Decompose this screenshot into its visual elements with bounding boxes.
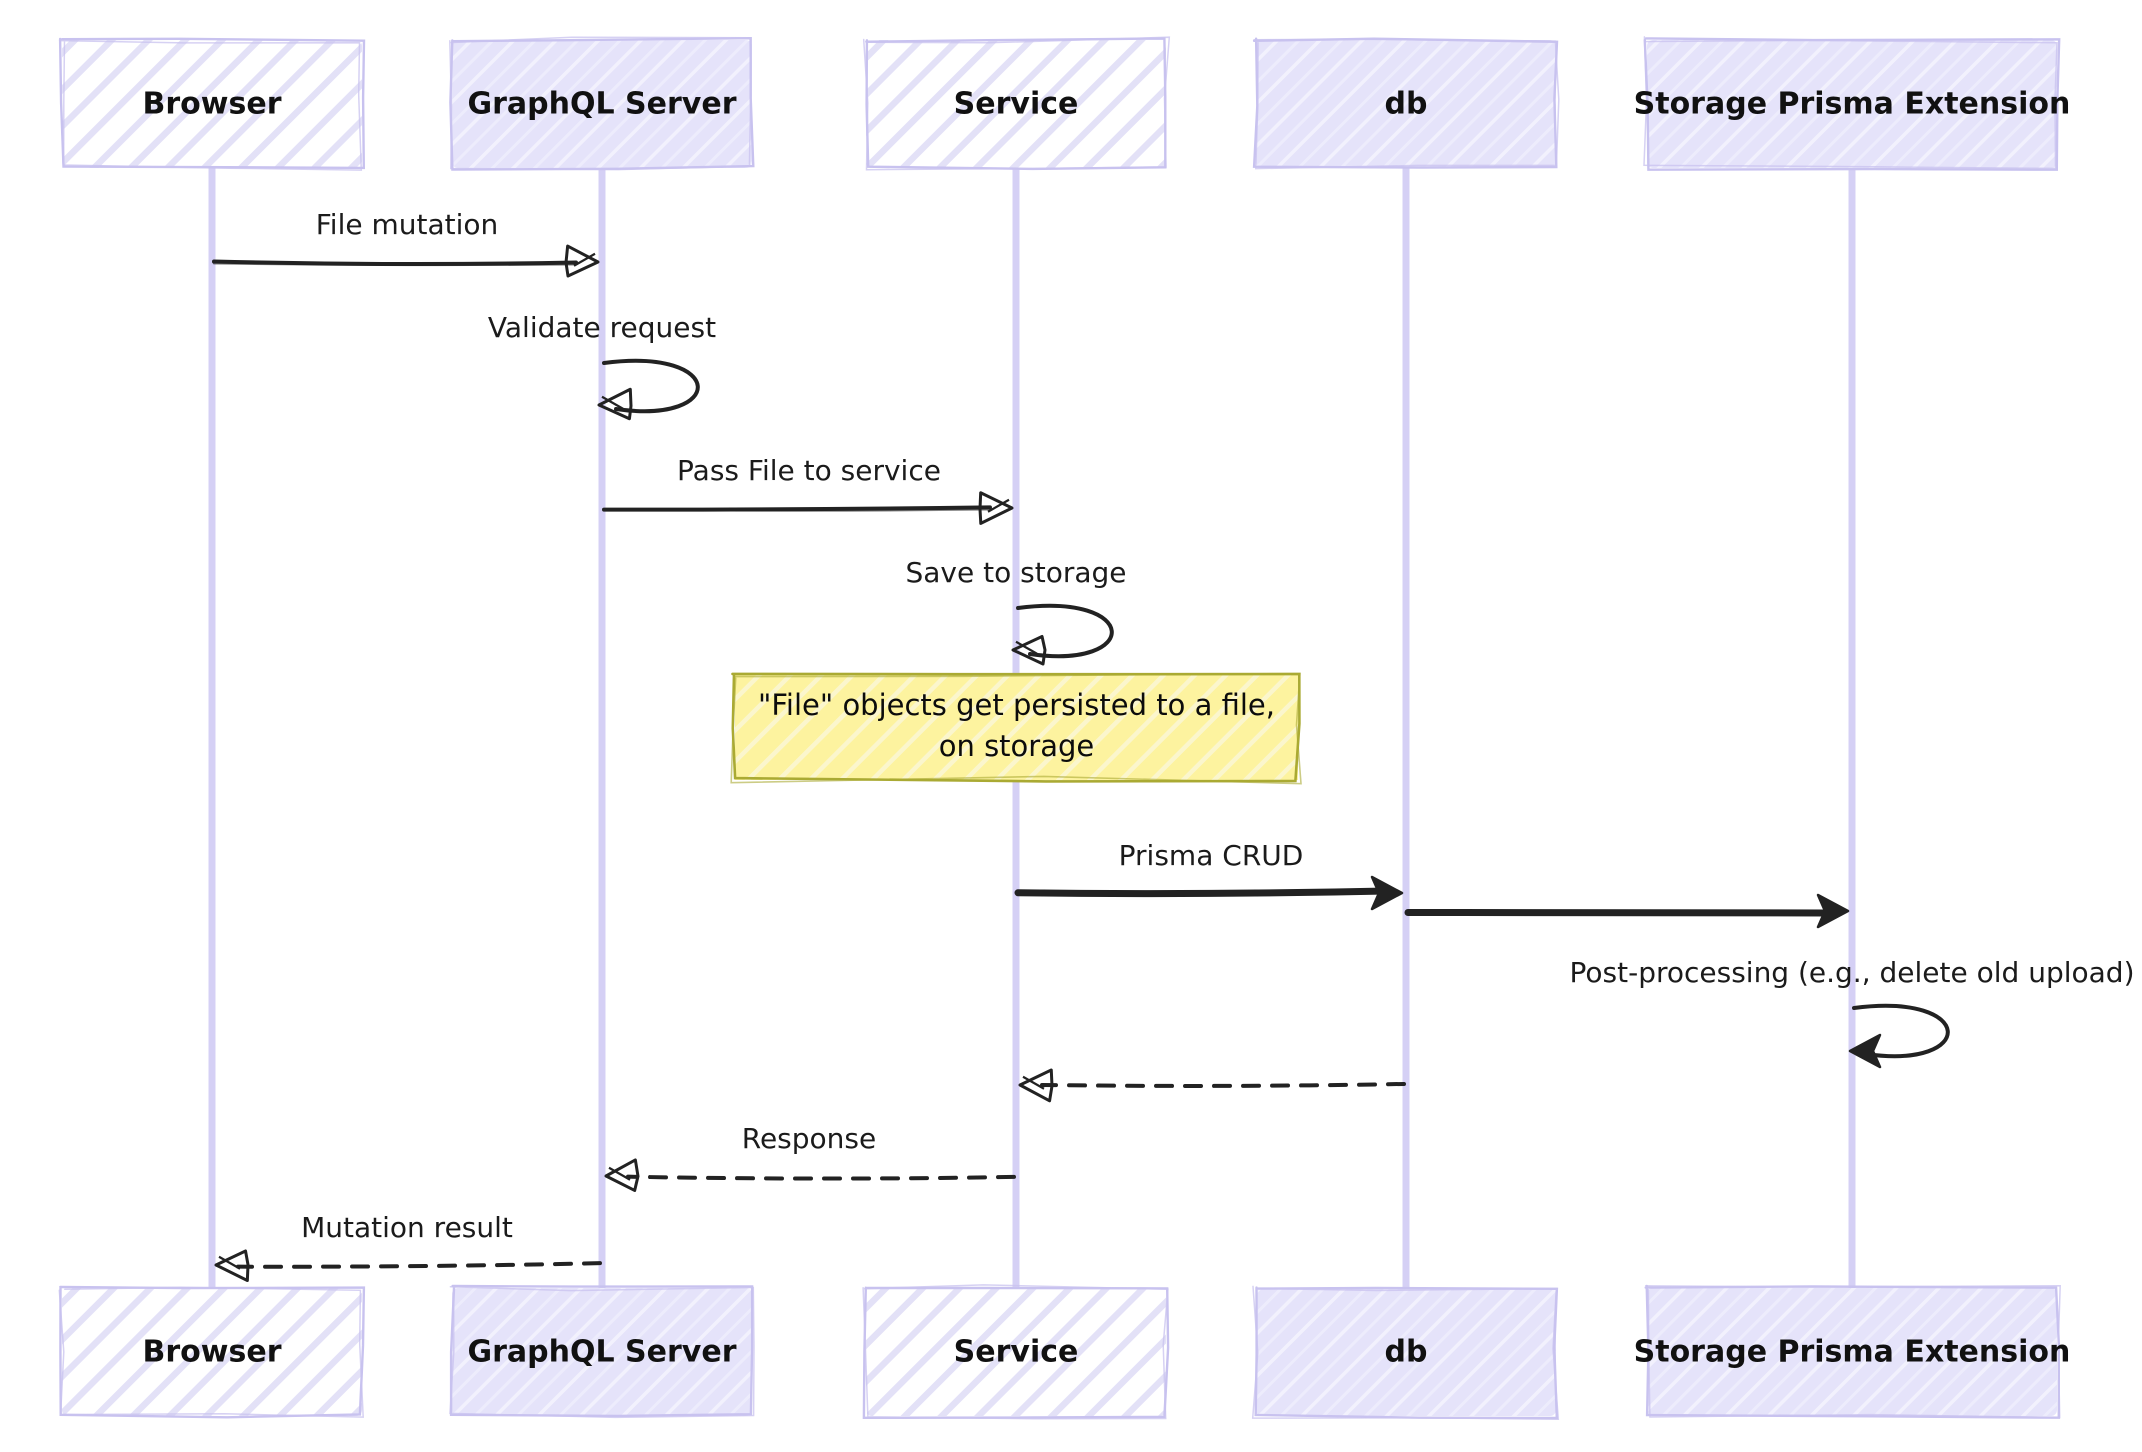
actor-fill [1256,40,1556,168]
self-loop-path [602,358,700,414]
arrowhead-tick [218,1255,241,1270]
actor-outline-2 [58,1286,364,1418]
note-group: "File" objects get persisted to a file, o… [730,672,1302,785]
actor-box-service-top[interactable]: Service [862,36,1171,171]
actor-outline-2 [449,1286,755,1419]
actor-outline [449,1284,754,1418]
actor-fill [452,1288,752,1416]
actor-outline-2 [1251,1285,1560,1420]
message-m5[interactable]: Prisma CRUD [1014,839,1404,911]
message-label-m10: Mutation result [301,1211,513,1244]
message-line-shadow [603,508,991,512]
message-label-m2: Validate request [488,311,716,344]
actor-box-storage-bottom[interactable]: Storage Prisma Extension [1634,1284,2071,1419]
message-m7[interactable]: Post-processing (e.g., delete old upload… [1570,956,2135,1069]
actor-label-db: db [1385,87,1428,122]
actor-box-db-top[interactable]: db [1252,37,1560,170]
actor-outline [862,1286,1170,1420]
actor-box-browser-top[interactable]: Browser [58,37,366,171]
actor-outline-2 [449,36,752,171]
self-loop-path [1016,603,1114,659]
note-line: "File" objects get persisted to a file, [758,688,1275,722]
arrowhead-tick [1015,640,1038,655]
arrowhead-filled [1816,893,1850,929]
actor-outline-2 [862,36,1171,171]
note-outline [731,672,1301,783]
actor-fill [62,40,362,168]
actor-fill [452,40,752,168]
message-line-m8 [1040,1081,1406,1088]
actor-label-graphql: GraphQL Server [467,1335,736,1370]
actor-outline [58,37,366,170]
actor-outline-2 [862,1284,1169,1420]
actor-outline-2 [58,39,363,171]
note-note1[interactable]: "File" objects get persisted to a file, o… [730,672,1302,785]
message-line-m5 [1014,887,1384,898]
actor-box-db-bottom[interactable]: db [1251,1285,1560,1420]
actor-label-service: Service [954,87,1079,122]
message-m4[interactable]: Save to storage [905,556,1127,666]
arrowhead-open [978,491,1014,525]
actor-fill [1647,1288,2057,1416]
message-label-m1: File mutation [316,208,499,241]
actor-outline-2 [1643,36,2058,170]
arrowhead-open [1011,634,1047,666]
message-m2[interactable]: Validate request [488,311,716,421]
actor-label-storage: Storage Prisma Extension [1634,1335,2071,1370]
message-label-m7: Post-processing (e.g., delete old upload… [1570,956,2135,989]
message-line-m9 [626,1174,1016,1181]
message-m6[interactable] [1404,893,1850,929]
arrowhead-tick [608,1166,631,1181]
actor-fill [1256,1288,1556,1416]
arrowhead-tick [987,498,1010,513]
actor-outline [1643,37,2061,171]
message-m1[interactable]: File mutation [212,208,600,278]
note-line: on storage [939,729,1095,763]
actor-fill [866,1288,1166,1416]
message-m3[interactable]: Pass File to service [602,454,1014,525]
actor-label-browser: Browser [143,1335,282,1370]
actor-box-graphql-bottom[interactable]: GraphQL Server [449,1284,755,1419]
arrowhead-filled [1848,1033,1882,1069]
message-label-m9: Response [742,1122,876,1155]
actor-label-graphql: GraphQL Server [467,87,736,122]
actor-box-service-bottom[interactable]: Service [862,1284,1170,1420]
message-line-m10 [236,1261,602,1269]
actor-fill [866,40,1166,168]
actor-box-graphql-top[interactable]: GraphQL Server [449,36,755,171]
message-line-m1 [212,259,578,267]
actor-outline-2 [1253,38,1560,170]
arrowhead-open [214,1249,250,1282]
note-outline-2 [730,672,1302,785]
actor-label-storage: Storage Prisma Extension [1634,87,2071,122]
actor-label-browser: Browser [143,87,282,122]
arrowhead-open [1018,1068,1054,1103]
actor-label-service: Service [954,1335,1079,1370]
note-fill [735,675,1298,780]
message-label-m3: Pass File to service [677,454,941,487]
self-loop-path [1852,1003,1950,1059]
actor-box-browser-bottom[interactable]: Browser [58,1285,366,1419]
arrowhead-tick [601,395,624,410]
actor-outline-2 [1645,1285,2061,1419]
message-line-shadow [213,262,577,267]
actor-label-db: db [1385,1335,1428,1370]
arrowhead-open [604,1158,640,1192]
actor-boxes-bottom: Browser GraphQL Server Service db Storage Pr… [58,1284,2071,1420]
actor-box-storage-top[interactable]: Storage Prisma Extension [1634,36,2071,171]
message-label-m5: Prisma CRUD [1119,839,1304,872]
actor-fill [1647,40,2057,168]
message-m8[interactable] [1018,1068,1406,1103]
arrowhead-open [564,244,600,278]
arrowhead-tick [573,252,596,267]
message-label-m4: Save to storage [905,556,1126,589]
message-m9[interactable]: Response [604,1122,1016,1192]
arrowhead-filled [1370,875,1404,911]
arrowhead-tick [1022,1075,1045,1090]
actor-fill [62,1288,362,1416]
arrowhead-open [597,387,633,421]
actor-boxes-top: Browser GraphQL Server Service db Storage Pr… [58,36,2071,171]
message-m10[interactable]: Mutation result [214,1211,602,1282]
